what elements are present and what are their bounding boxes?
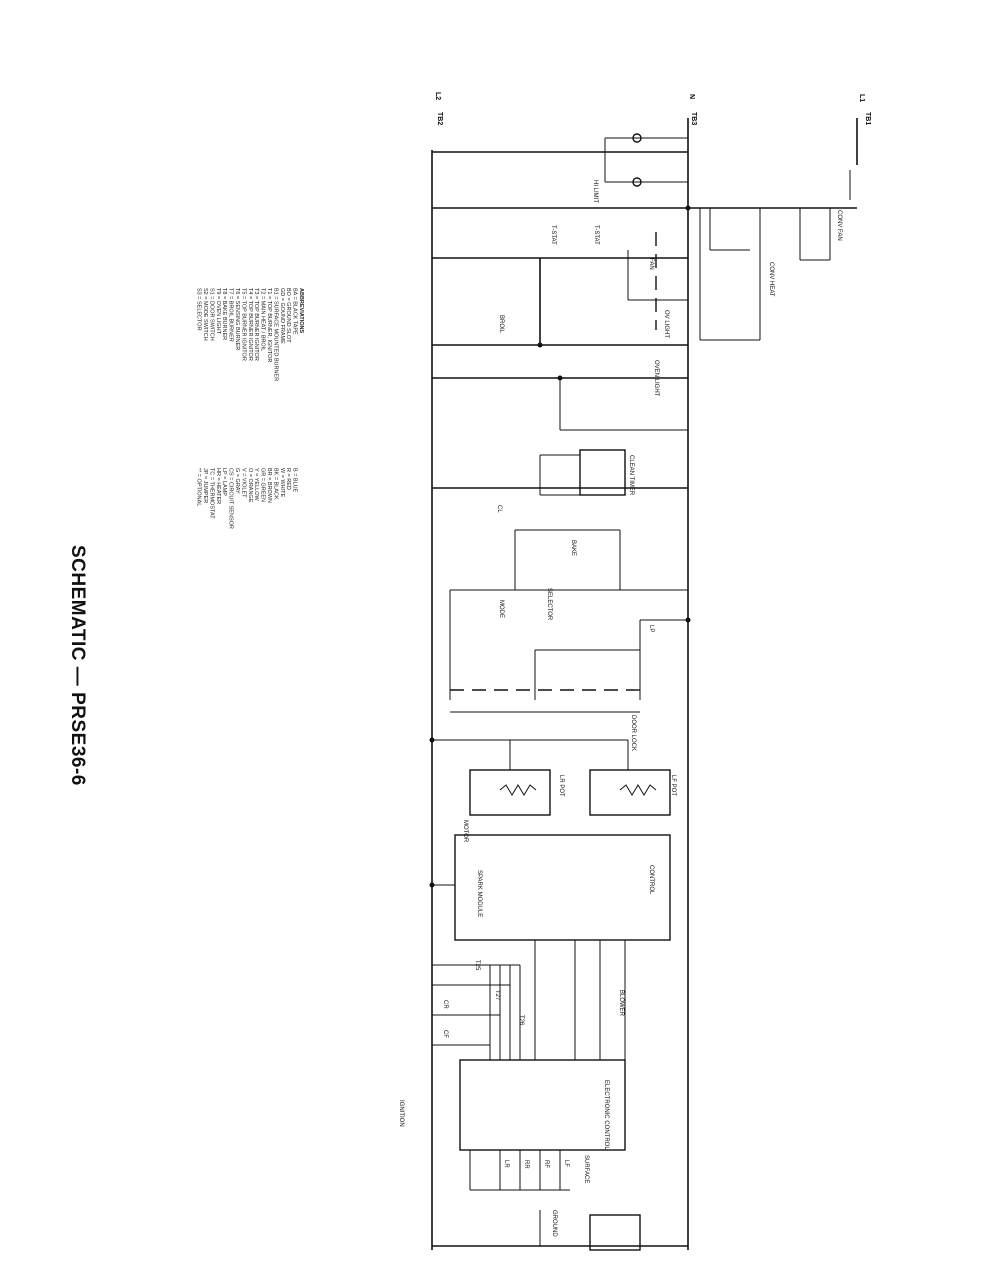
legend-heading: ABBREVIATIONS [298,288,304,333]
label-clean-timer: CLEAN TIMER [628,455,634,496]
legend-entry: HR = HEATER [215,468,221,504]
label-tb3: TB3 [690,112,697,125]
legend-entry: R = RED [285,468,291,490]
label-cl: CL [496,505,502,513]
label-bake: BAKE [570,540,576,556]
top-rungs [432,133,857,431]
label-tstat-1: T-STAT [550,225,556,245]
legend-entry: LP = LAMP [221,468,227,496]
label-tb1: TB1 [864,112,871,125]
label-electronic-control: ELECTRONIC CONTROL [603,1080,609,1150]
legend-entry: BR = BROWN [266,468,272,503]
label-lp: LP [648,625,654,632]
label-rr: RR [523,1160,529,1169]
legend-entry: T2 = MAIN HEAT / BROIL [260,288,266,351]
legend-entry: T7 = BROIL BURNER [228,288,234,342]
legend-entry: O = ORANGE [247,468,253,503]
clean-timer-section [432,449,688,496]
label-tstat-2: T-STAT [593,225,599,245]
legend-entry: Y = YELLOW [253,468,259,501]
power-bus [431,118,858,1250]
electronic-control-box [459,1059,626,1151]
label-l1: L1 [858,94,865,102]
label-oven-light: OVEN LIGHT [653,360,659,397]
label-fan: FAN [648,258,654,270]
legend-entry: T8 = BAKE BURNER [221,288,227,340]
label-spark-module: SPARK MODULE [476,870,482,917]
legend-entry: JP = JUMPER [202,468,208,503]
legend-entry: T4 = TOP BURNER IGNITOR [247,288,253,361]
legend-entry: T3 = TOP BURNER IGNITOR [253,288,259,361]
label-conv-fan: CONV FAN [836,210,842,241]
label-lr: LR [503,1160,509,1168]
label-control: CONTROL [648,865,654,895]
legend-entry: ** = OPTIONAL [196,468,202,506]
label-cr: CR [442,1000,448,1009]
legend-entry: T9 = OVEN LIGHT [215,288,221,335]
legend-entry: TC = THERMOSTAT [208,468,214,519]
spark-module-box [432,834,671,941]
selector-section [449,529,688,713]
label-ignition: IGNITION [398,1100,404,1127]
page-title: SCHEMATIC — PRSE36-6 [67,545,88,786]
junctions [429,205,691,888]
label-t25: T25 [474,960,480,971]
label-motor: MOTOR [462,820,468,843]
label-conv-heat: CONV HEAT [768,262,774,297]
label-broil: BROIL [498,315,504,334]
label-rf: RF [543,1160,549,1168]
label-lr-pot: LR POT [558,775,564,797]
legend-entry: GR = GREEN [260,468,266,502]
label-n: N [688,94,695,99]
label-door-lock: DOOR LOCK [630,715,636,751]
legend-entry: B = BLUE [292,468,298,493]
label-hi-limit: HI LIMIT [592,180,598,203]
label-t27: T27 [494,990,500,1001]
burner-leads [469,1150,641,1251]
legend-entry: S3 = SELECTOR [196,288,202,331]
label-surface: SURFACE [583,1155,589,1183]
label-mode: MODE [498,600,504,618]
legend-entry: W = WHITE [279,468,285,498]
legend-entry: BK = BLACK [272,468,278,500]
lower-switches [432,940,626,1060]
label-lf-pot: LF POT [670,775,676,796]
label-blower: BLOWER [618,990,624,1017]
label-lf: LF [563,1160,569,1167]
legend-entry: T1 = TOP BURNER, IGNITOR [266,288,272,362]
legend-entry: G = GRAY [234,468,240,494]
label-t26: T26 [518,1015,524,1026]
legend-entry: BA = BLACK TAPE [292,288,298,335]
legend-entry: BO = GROUND SLOT [285,288,291,343]
label-tb2: TB2 [436,112,443,125]
label-light: OV LIGHT [663,310,669,338]
label-selector: SELECTOR [546,588,552,621]
label-cf: CF [442,1030,448,1038]
legend-entry: GD = GOUND FRAME [279,288,285,344]
label-l2: L2 [434,92,441,100]
legend-entry: T6 = SENSING BURNER [234,288,240,350]
legend-entry: B1 = SURFACE MOUNTED BURNER [272,288,278,381]
legend-entry: S2 = MODE SWITCH [202,288,208,341]
legend-entry: CS = CIRCUIT SENSOR [228,468,234,529]
pot-section [432,739,671,816]
legend-entry: V = VIOLET [240,468,246,498]
legend-entry: T5 = TOP BURNER IGNITOR [240,288,246,361]
label-ground: GROUND [551,1210,557,1237]
legend-entry: S1 = DOOR SWITCH [208,288,214,341]
